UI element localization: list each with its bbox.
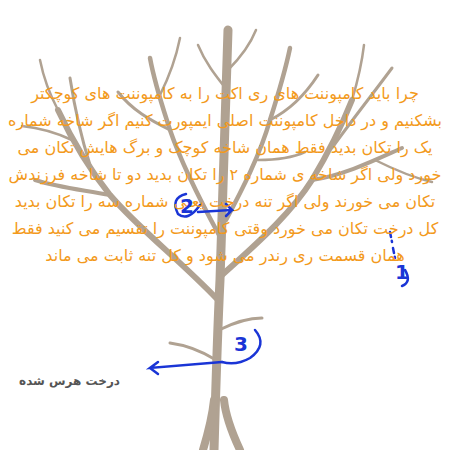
callout-number: 2	[180, 196, 194, 216]
caption: درخت هرس شده	[19, 374, 120, 388]
explanation-note: چرا باید کامپوننت های ری اکت را به کامپو…	[8, 80, 442, 269]
trunk-arrow	[150, 362, 222, 374]
callout-number: 1	[395, 262, 409, 282]
number-three-loop	[222, 330, 260, 363]
callout-number: 3	[234, 334, 248, 354]
